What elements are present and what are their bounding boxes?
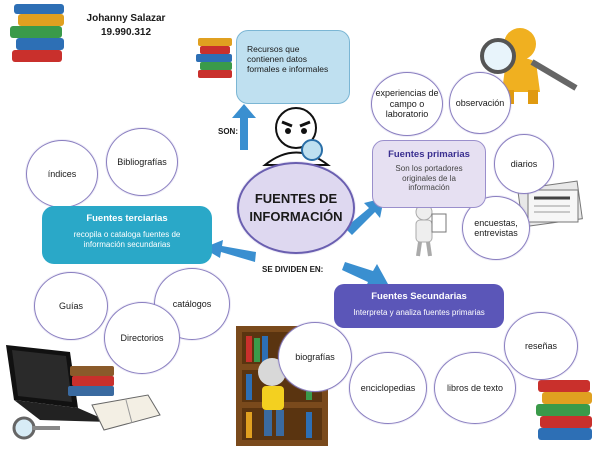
- secundarias-desc: Interpreta y analiza fuentes primarias: [353, 308, 485, 317]
- primaria-item: experiencias de campo o laboratorio: [371, 72, 443, 136]
- books-bottom-right-icon: [536, 380, 592, 440]
- secundarias-box: Fuentes Secundarias Interpreta y analiza…: [334, 284, 504, 328]
- primarias-box: Fuentes primarias Son los portadores ori…: [372, 140, 486, 208]
- survey-figure-icon: [415, 203, 447, 257]
- center-line-1: FUENTES DE: [254, 191, 338, 207]
- books-bottom-left-icon: [68, 366, 161, 431]
- definition-line-1: Recursos que: [247, 44, 300, 54]
- secundaria-item: reseñas: [504, 312, 578, 380]
- son-label: SON:: [218, 127, 238, 136]
- primarias-title: Fuentes primarias: [388, 149, 470, 160]
- books-stack-icon: [10, 4, 64, 62]
- arrow-to-secundarias: [342, 262, 388, 289]
- author-id: 19.990.312: [100, 26, 152, 38]
- secundaria-item: libros de texto: [434, 352, 516, 424]
- arrow-up: [232, 104, 256, 150]
- terciaria-item: Bibliografías: [106, 128, 178, 196]
- terciarias-title: Fuentes terciarias: [86, 213, 168, 224]
- central-concept: FUENTES DE INFORMACIÓN: [237, 162, 355, 254]
- terciarias-desc-1: recopila o cataloga fuentes de: [73, 230, 181, 239]
- primaria-item: encuestas, entrevistas: [462, 196, 530, 260]
- definition-line-2: contienen datos: [247, 54, 308, 65]
- definition-box: Recursos que contienen datos formales e …: [236, 30, 350, 104]
- terciaria-item: Directorios: [104, 302, 180, 374]
- definition-line-3: formales e informales: [247, 64, 329, 75]
- terciarias-desc-2: información secundarias: [83, 239, 171, 249]
- arrow-to-primarias: [345, 198, 384, 235]
- terciaria-item: Guías: [34, 272, 108, 340]
- center-line-2: INFORMACIÓN: [249, 209, 343, 224]
- author-block: Johanny Salazar 19.990.312: [66, 12, 186, 39]
- primaria-item: diarios: [494, 134, 554, 194]
- terciarias-box: Fuentes terciarias recopila o cataloga f…: [42, 206, 212, 264]
- arrow-to-terciarias: [203, 240, 256, 262]
- books-top-icon: [196, 38, 232, 78]
- primarias-desc-3: información: [408, 183, 450, 193]
- primarias-desc-1: Son los portadores: [395, 164, 463, 173]
- secundaria-item: enciclopedias: [349, 352, 427, 424]
- secundarias-title: Fuentes Secundarias: [371, 291, 467, 302]
- magnifier-figure-icon: [262, 107, 331, 166]
- primaria-item: observación: [449, 72, 511, 134]
- terciaria-item: índices: [26, 140, 98, 208]
- newspaper-icon: [517, 180, 583, 228]
- author-name: Johanny Salazar: [86, 13, 166, 24]
- se-dividen-label: SE DIVIDEN EN:: [262, 265, 324, 274]
- laptop-icon: [6, 345, 110, 440]
- secundaria-item: biografías: [278, 322, 352, 392]
- primarias-desc-2: originales de la: [402, 173, 456, 183]
